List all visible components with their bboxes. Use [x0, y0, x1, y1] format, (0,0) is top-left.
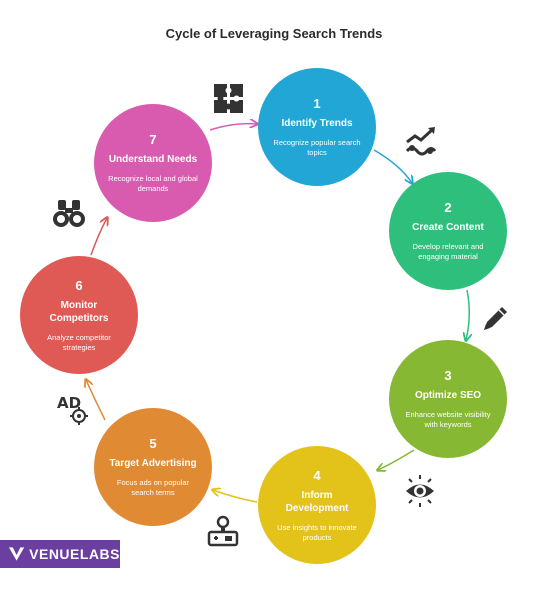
- logo-text: VENUELABS: [29, 546, 120, 562]
- trend-chart-icon: [405, 127, 437, 156]
- step-name: Target Advertising: [109, 458, 197, 469]
- diagram-title: Cycle of Leveraging Search Trends: [165, 26, 383, 41]
- arrow-3-to-4: [378, 449, 415, 470]
- step-desc: Develop relevant and engaging material: [412, 242, 484, 261]
- step-3: 3 Optimize SEO Enhance website visibilit…: [389, 340, 507, 458]
- step-number: 2: [444, 200, 452, 215]
- step-name: Create Content: [412, 222, 484, 233]
- arrow-5-to-6: [86, 380, 106, 421]
- step-number: 4: [313, 467, 321, 483]
- puzzle-icon: [214, 84, 243, 113]
- step-6: 6 Monitor Competitors Analyze competitor…: [20, 256, 138, 374]
- logo-mark-icon: [8, 547, 25, 561]
- step-number: 6: [75, 277, 83, 293]
- eye-icon: [406, 475, 434, 507]
- arrow-1-to-2: [373, 149, 412, 183]
- step-1: 1 Identify Trends Recognize popular sear…: [258, 68, 376, 186]
- arrow-2-to-3: [466, 289, 469, 340]
- step-name: Monitor Competitors: [49, 299, 109, 324]
- binoculars-icon: [53, 200, 85, 227]
- step-name: Understand Needs: [108, 154, 198, 165]
- ad-target-icon: AD: [57, 394, 88, 425]
- step-desc: Recognize local and global demands: [108, 174, 198, 193]
- step-desc: Enhance website visibility with keywords: [405, 410, 491, 429]
- arrow-6-to-7: [90, 218, 107, 256]
- step-number: 3: [444, 368, 452, 383]
- venuelabs-logo: VENUELABS: [0, 540, 120, 568]
- step-desc: Focus ads on popular search terms: [116, 478, 190, 497]
- step-number: 7: [149, 132, 157, 147]
- step-desc: Analyze competitor strategies: [47, 332, 111, 352]
- step-name: Identify Trends: [281, 118, 353, 129]
- step-5: 5 Target Advertising Focus ads on popula…: [94, 408, 212, 526]
- step-number: 5: [149, 436, 157, 451]
- step-name: Inform Development: [285, 489, 349, 514]
- arrow-7-to-1: [209, 124, 257, 131]
- step-desc: Use insights to innovate products: [277, 522, 357, 542]
- step-7: 7 Understand Needs Recognize local and g…: [94, 104, 212, 222]
- lightbulb-device-icon: [207, 515, 239, 547]
- pen-icon: [484, 307, 507, 330]
- step-name: Optimize SEO: [414, 390, 482, 401]
- step-4: 4 Inform Development Use insights to inn…: [258, 446, 376, 564]
- arrow-4-to-5: [213, 490, 258, 503]
- step-desc: Recognize popular search topics: [273, 138, 361, 157]
- svg-text:AD: AD: [57, 394, 81, 412]
- step-2: 2 Create Content Develop relevant and en…: [389, 172, 507, 290]
- step-number: 1: [313, 96, 321, 111]
